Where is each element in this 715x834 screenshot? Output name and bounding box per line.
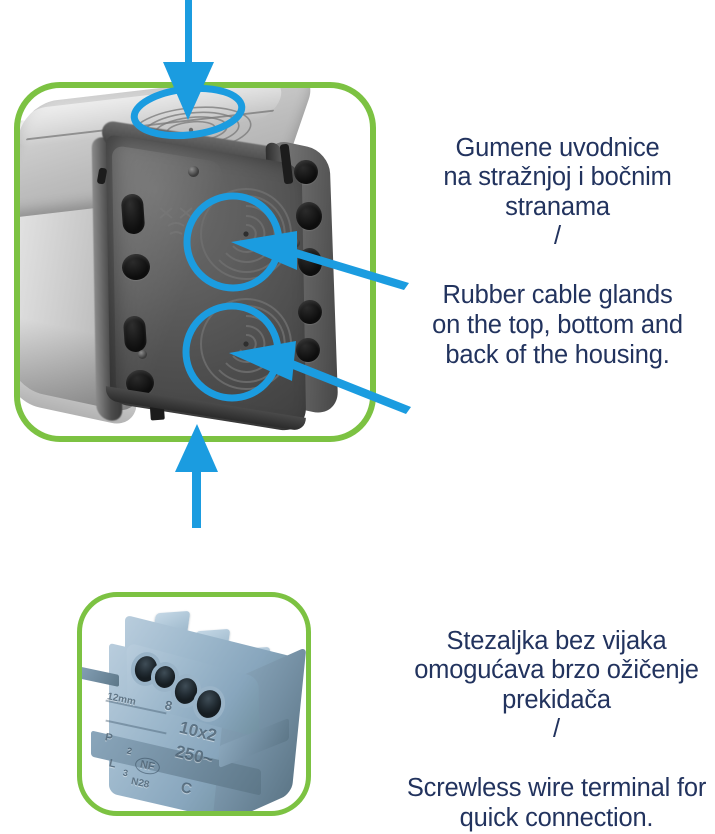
- caption-top-croatian: Gumene uvodnice na stražnjoj i bočnim st…: [443, 133, 672, 221]
- caption-bottom-english: Screwless wire terminal for quick connec…: [406, 774, 707, 833]
- molding-boss-2: [188, 166, 199, 177]
- bottom-photo-frame: [77, 592, 311, 816]
- molding-boss-1: [138, 350, 147, 359]
- caption-top-block: Gumene uvodnice na stražnjoj i bočnim st…: [400, 104, 715, 370]
- caption-bottom-separator: /: [553, 715, 560, 744]
- caption-bottom-croatian: Stezaljka bez vijaka omogućava brzo ožič…: [414, 626, 699, 714]
- top-photo-frame: [14, 82, 376, 442]
- caption-top-english: Rubber cable glands on the top, bottom a…: [432, 281, 683, 369]
- caption-top-separator: /: [554, 222, 561, 251]
- caption-bottom-block: Stezaljka bez vijaka omogućava brzo ožič…: [398, 597, 715, 834]
